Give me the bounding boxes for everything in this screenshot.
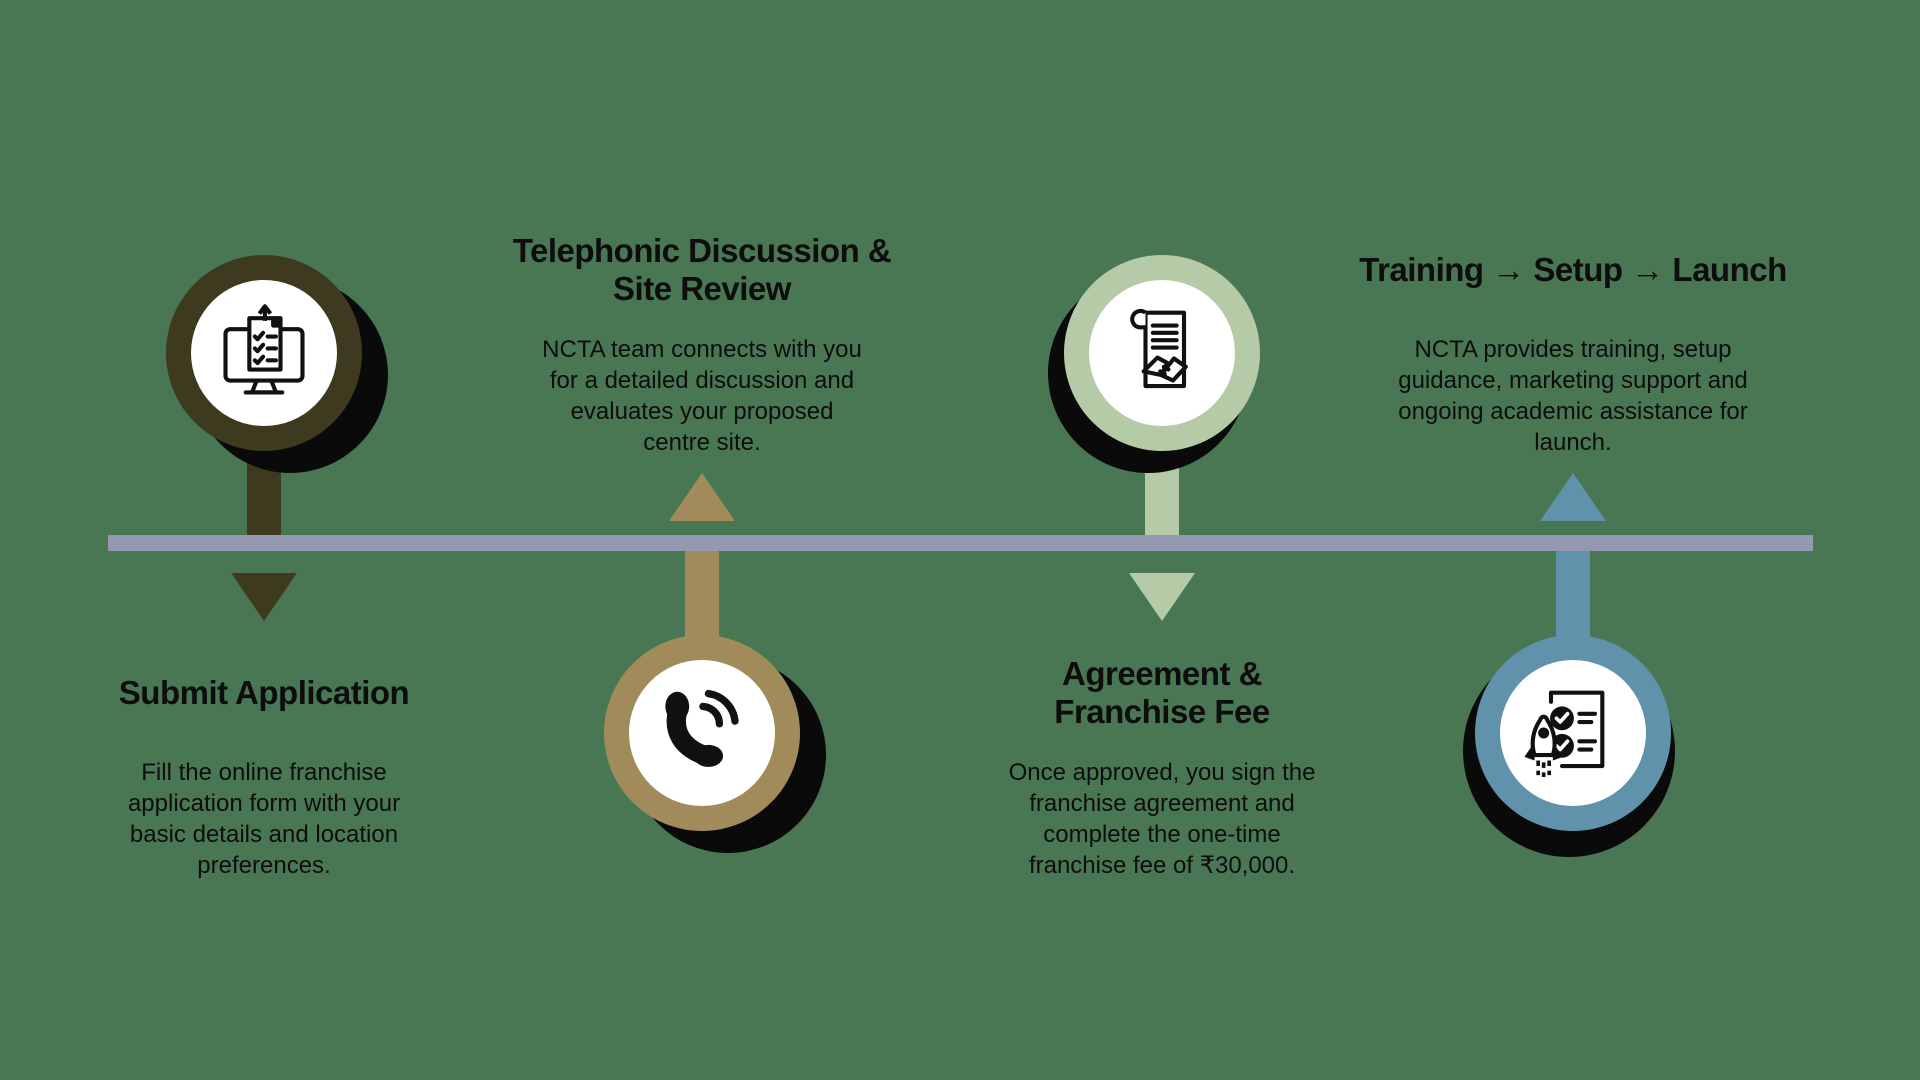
step-icon-disc xyxy=(629,660,775,806)
timeline-bar xyxy=(108,535,1813,551)
step-text-block: Submit Application Fill the online franc… xyxy=(109,655,419,881)
step-icon-disc xyxy=(191,280,337,426)
monitor-upload-checklist-icon xyxy=(223,304,305,395)
step-icon-disc xyxy=(1089,280,1235,426)
step-title: Submit Application xyxy=(118,674,410,711)
step-circle xyxy=(1475,635,1671,831)
step-description: NCTA provides training, setup guidance, … xyxy=(1398,336,1748,456)
step-circle xyxy=(166,255,362,451)
contract-handshake-icon xyxy=(1130,308,1188,389)
step-circle xyxy=(604,635,800,831)
step-text-block: Agreement & Franchise Fee Once approved,… xyxy=(997,655,1327,881)
phone-call-icon xyxy=(665,689,739,767)
arrow-down-icon xyxy=(231,573,297,621)
arrow-up-icon xyxy=(1540,473,1606,521)
step-title: Telephonic Discussion & Site Review xyxy=(512,232,892,307)
step-circle xyxy=(1064,255,1260,451)
step-icon-disc xyxy=(1500,660,1646,806)
step-title: Training → Setup → Launch xyxy=(1359,251,1787,288)
step-description: Fill the online franchise application fo… xyxy=(127,759,401,879)
rocket-checklist-icon xyxy=(1524,690,1605,777)
connector-stem xyxy=(685,549,719,649)
step-text-block: Training → Setup → Launch NCTA provides … xyxy=(1343,232,1803,458)
step-description: Once approved, you sign the franchise ag… xyxy=(1008,759,1316,879)
connector-stem xyxy=(1556,549,1590,649)
step-title: Agreement & Franchise Fee xyxy=(1054,655,1270,730)
step-text-block: Telephonic Discussion & Site Review NCTA… xyxy=(502,232,902,458)
arrow-down-icon xyxy=(1129,573,1195,621)
arrow-up-icon xyxy=(669,473,735,521)
step-description: NCTA team connects with you for a detail… xyxy=(542,336,862,456)
